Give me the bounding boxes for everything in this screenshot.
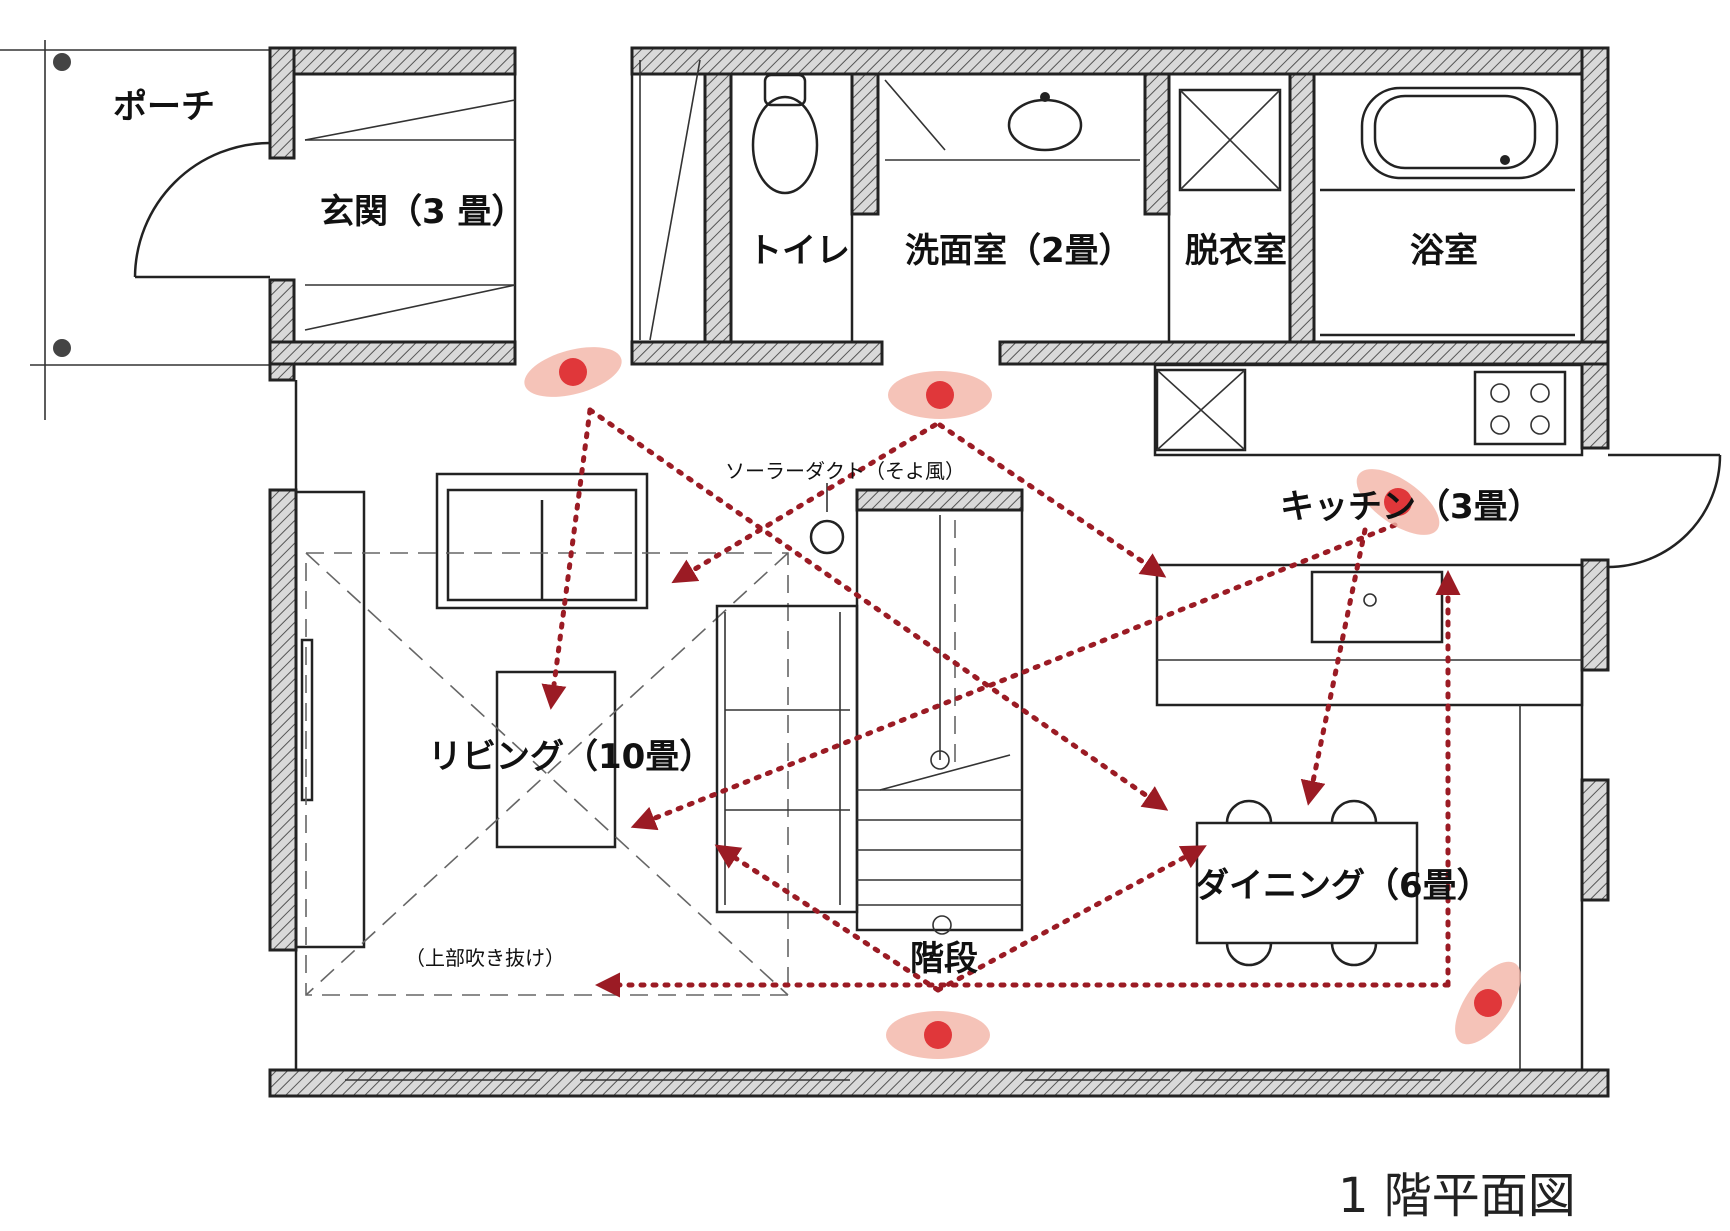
airflow-arrows bbox=[541, 407, 1461, 998]
airflow-arrow bbox=[671, 422, 938, 584]
vent-markers bbox=[524, 347, 1521, 1059]
wash-basin bbox=[884, 79, 1140, 161]
kitchen-door bbox=[1607, 453, 1722, 569]
entrance-label: 玄関（3 畳） bbox=[320, 192, 526, 232]
vent-dot bbox=[1455, 961, 1521, 1045]
vent-dot bbox=[1356, 469, 1440, 535]
vent-dot bbox=[888, 371, 992, 419]
toilet-label: トイレ bbox=[748, 231, 850, 271]
stairs-label: 階段 bbox=[910, 939, 978, 979]
airflow-arrow bbox=[1300, 527, 1368, 806]
kitchen-counter bbox=[1153, 363, 1584, 457]
figure-title: 1 階平面図 bbox=[1338, 1168, 1576, 1224]
airflow-arrow bbox=[714, 844, 941, 993]
bathroom-label: 浴室 bbox=[1410, 231, 1478, 271]
dining-label: ダイニング（6畳） bbox=[1195, 866, 1491, 906]
porch-column bbox=[53, 53, 71, 71]
staircase bbox=[855, 488, 1024, 935]
solar-duct-symbol bbox=[809, 483, 845, 555]
airflow-arrow bbox=[935, 845, 1207, 993]
void-label: （上部吹き抜け） bbox=[405, 946, 565, 970]
tv-cabinet bbox=[294, 490, 366, 949]
void-outline bbox=[305, 552, 789, 996]
airflow-arrow bbox=[541, 407, 593, 710]
airflow-arrow bbox=[587, 407, 1169, 811]
interior-walls bbox=[268, 60, 1610, 366]
porch-area bbox=[0, 40, 270, 420]
toilet-fixture bbox=[751, 73, 819, 195]
living-label: リビング（10畳） bbox=[428, 737, 713, 777]
kitchen-island bbox=[1155, 563, 1584, 1070]
vent-dot bbox=[524, 347, 622, 397]
vent-dot bbox=[886, 1011, 990, 1059]
airflow-arrow bbox=[630, 522, 1398, 831]
dressing-room-label: 脱衣室 bbox=[1185, 231, 1287, 271]
kitchen-label: キッチン（3畳） bbox=[1280, 487, 1542, 527]
dining-table bbox=[1195, 799, 1419, 967]
bookshelf bbox=[715, 604, 859, 914]
closet bbox=[639, 59, 701, 341]
porch-column bbox=[53, 339, 71, 357]
laundry-space bbox=[1178, 88, 1282, 192]
entrance-door bbox=[133, 99, 516, 331]
room-labels: ポーチ 玄関（3 畳） トイレ 洗面室（2畳） 脱衣室 浴室 キッチン（3畳） … bbox=[113, 87, 1542, 979]
airflow-arrow bbox=[937, 422, 1167, 578]
porch-label: ポーチ bbox=[113, 87, 215, 127]
bathtub bbox=[1360, 86, 1559, 180]
washroom-label: 洗面室（2畳） bbox=[905, 231, 1133, 271]
sofa bbox=[435, 472, 649, 610]
solar-duct-label: ソーラーダクト（そよ風） bbox=[725, 459, 965, 483]
